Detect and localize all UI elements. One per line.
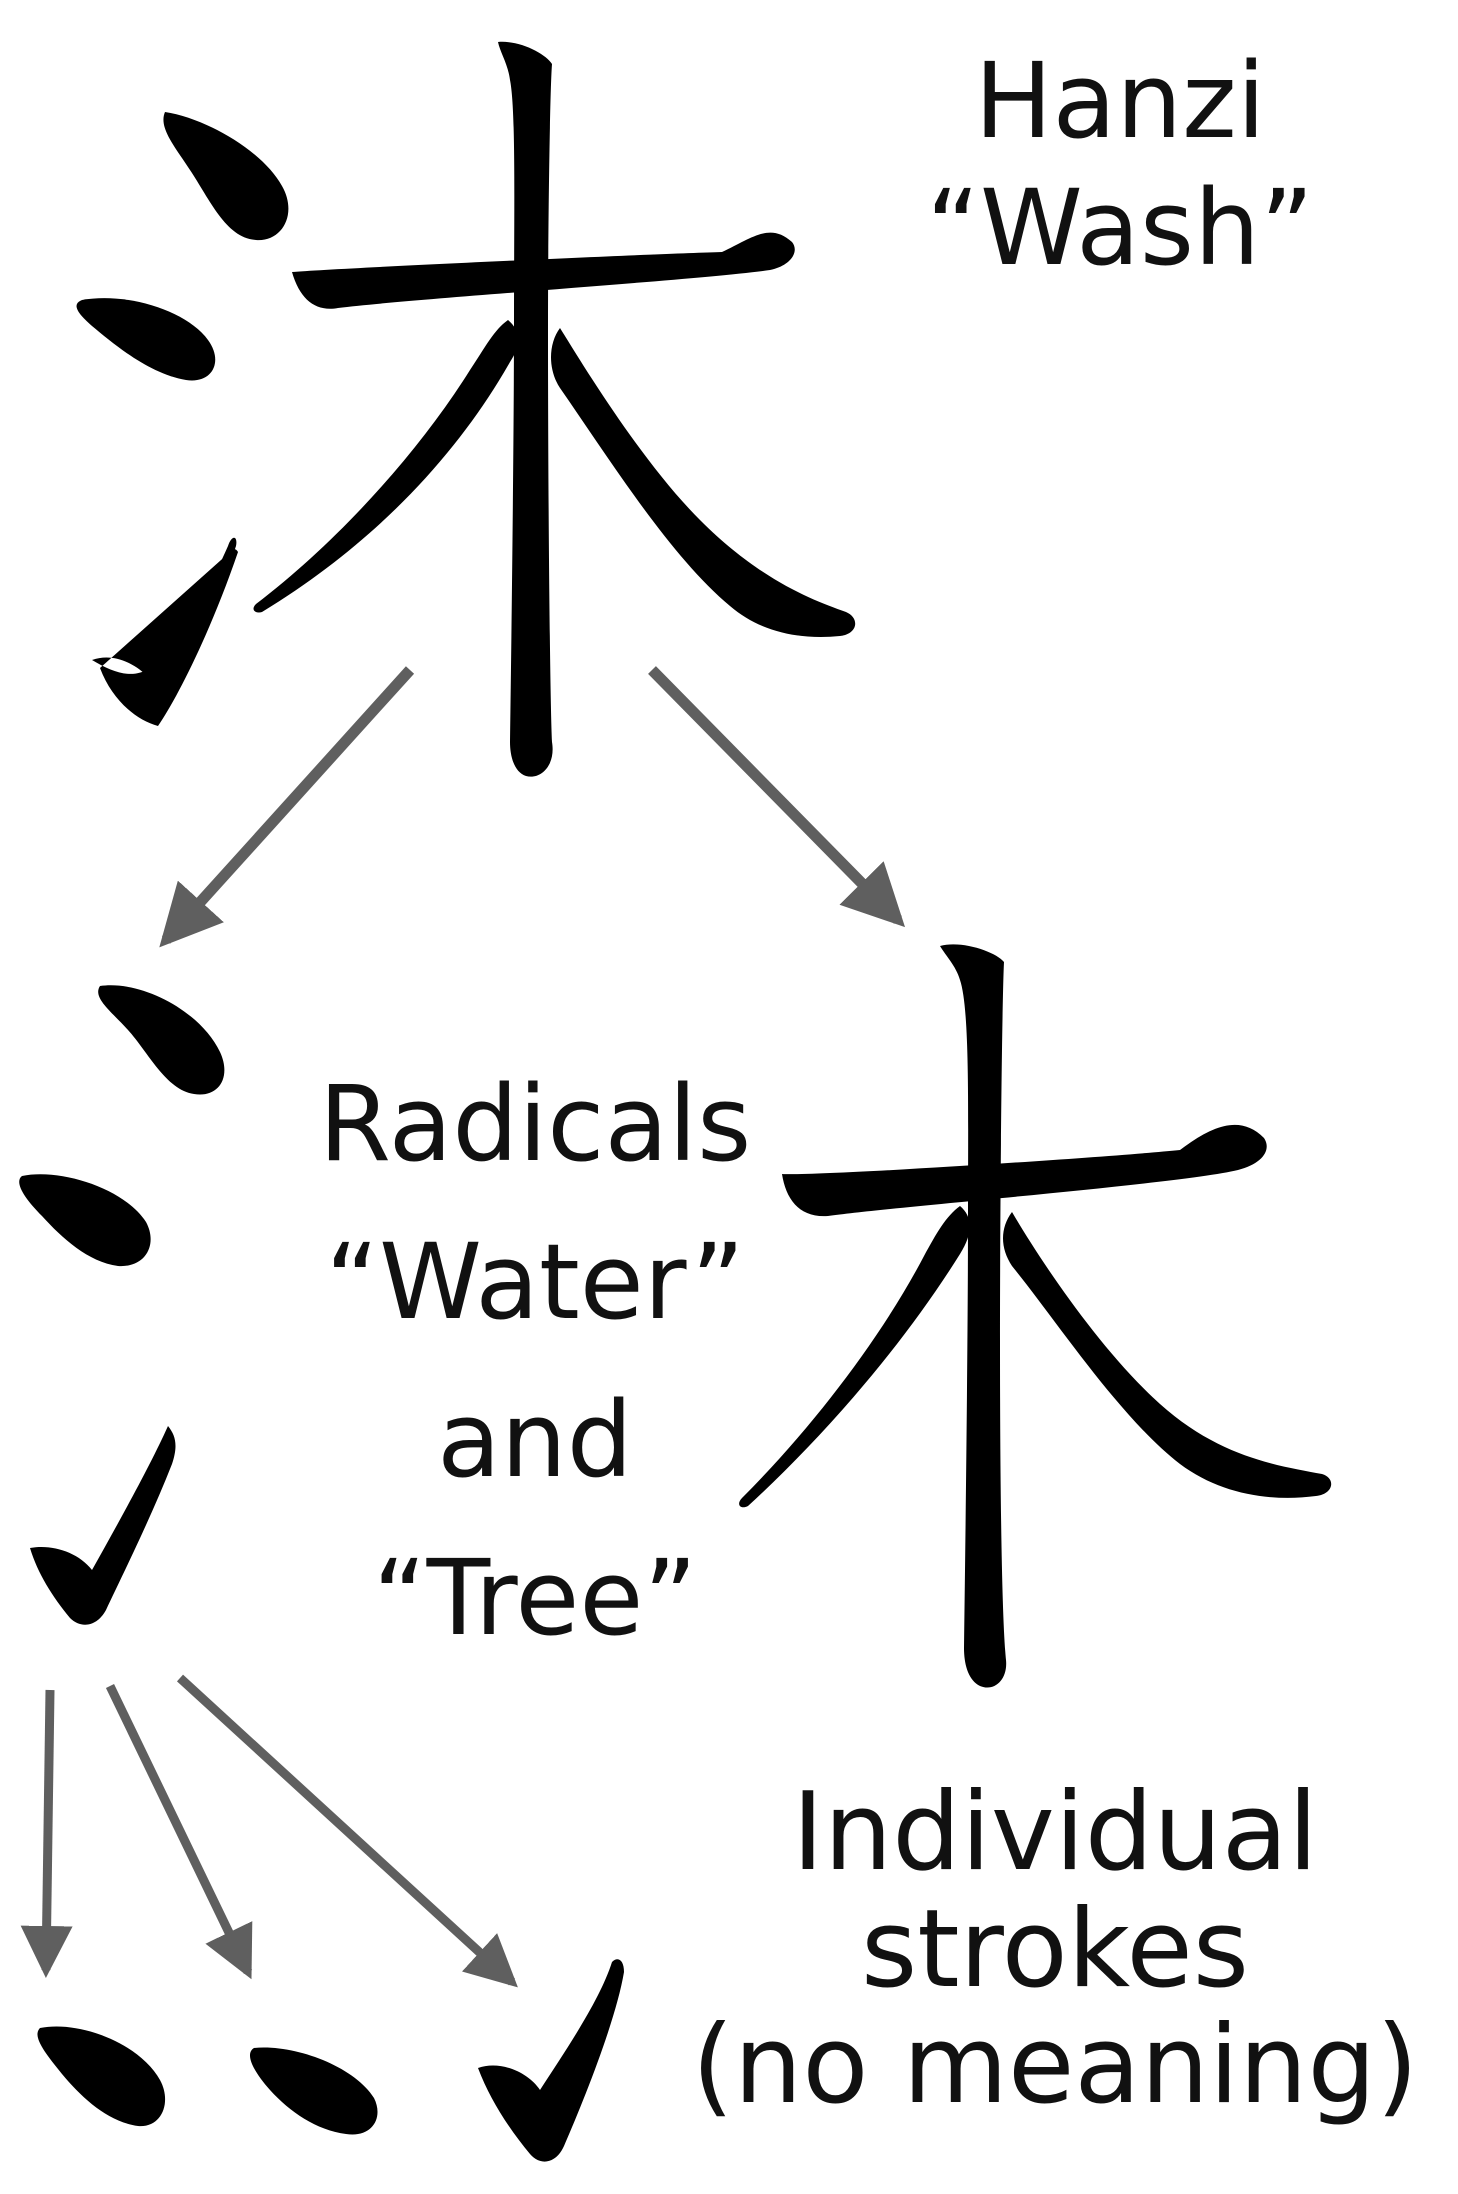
wash-rising-stroke bbox=[92, 537, 238, 726]
tree-radical bbox=[739, 944, 1332, 1688]
radicals-label: Radicals “Water” and “Tree” bbox=[255, 1045, 815, 1677]
hanzi-wash-character bbox=[76, 41, 856, 777]
stroke-dot-2 bbox=[249, 2047, 378, 2135]
stroke-dot-1 bbox=[37, 2026, 166, 2127]
tree-right-falling-stroke bbox=[1003, 1212, 1332, 1498]
wash-right-falling-stroke bbox=[551, 328, 856, 637]
strokes-label-line-3: (no meaning) bbox=[691, 2003, 1419, 2129]
arrow-icon bbox=[20, 1689, 73, 1978]
hanzi-label-line-1: Hanzi bbox=[974, 40, 1266, 162]
strokes-label: Individual strokes (no meaning) bbox=[660, 1770, 1450, 2129]
wash-vertical-stroke bbox=[498, 41, 553, 777]
tree-left-falling-stroke bbox=[739, 1206, 970, 1508]
radicals-label-line-1: Radicals bbox=[318, 1063, 752, 1185]
water-radical bbox=[19, 985, 225, 1625]
radicals-label-line-4: “Tree” bbox=[372, 1537, 698, 1660]
radicals-label-line-3: and bbox=[437, 1379, 633, 1502]
arrow-icon bbox=[159, 666, 415, 948]
arrow-icon bbox=[176, 1674, 518, 1988]
wash-dot-1 bbox=[163, 112, 289, 241]
arrow-icon bbox=[105, 1684, 253, 1980]
strokes-label-line-2: strokes bbox=[860, 1886, 1250, 2012]
water-dot-1 bbox=[98, 985, 225, 1095]
strokes-label-line-1: Individual bbox=[792, 1770, 1318, 1895]
individual-strokes bbox=[37, 1959, 624, 2162]
hanzi-to-radicals-arrows bbox=[159, 666, 906, 948]
water-dot-2 bbox=[19, 1174, 151, 1267]
arrow-icon bbox=[648, 666, 906, 928]
wash-dot-2 bbox=[76, 298, 216, 381]
tree-vertical-stroke bbox=[940, 944, 1007, 1688]
hanzi-label: Hanzi “Wash” bbox=[860, 38, 1380, 292]
hanzi-label-line-2: “Wash” bbox=[926, 166, 1314, 289]
radicals-label-line-2: “Water” bbox=[325, 1221, 745, 1344]
radical-to-strokes-arrows bbox=[20, 1674, 518, 1988]
wash-left-falling-stroke bbox=[253, 320, 519, 613]
water-rising-stroke bbox=[30, 1426, 176, 1625]
stroke-rising bbox=[478, 1959, 624, 2162]
tree-horizontal-stroke bbox=[782, 1124, 1267, 1217]
